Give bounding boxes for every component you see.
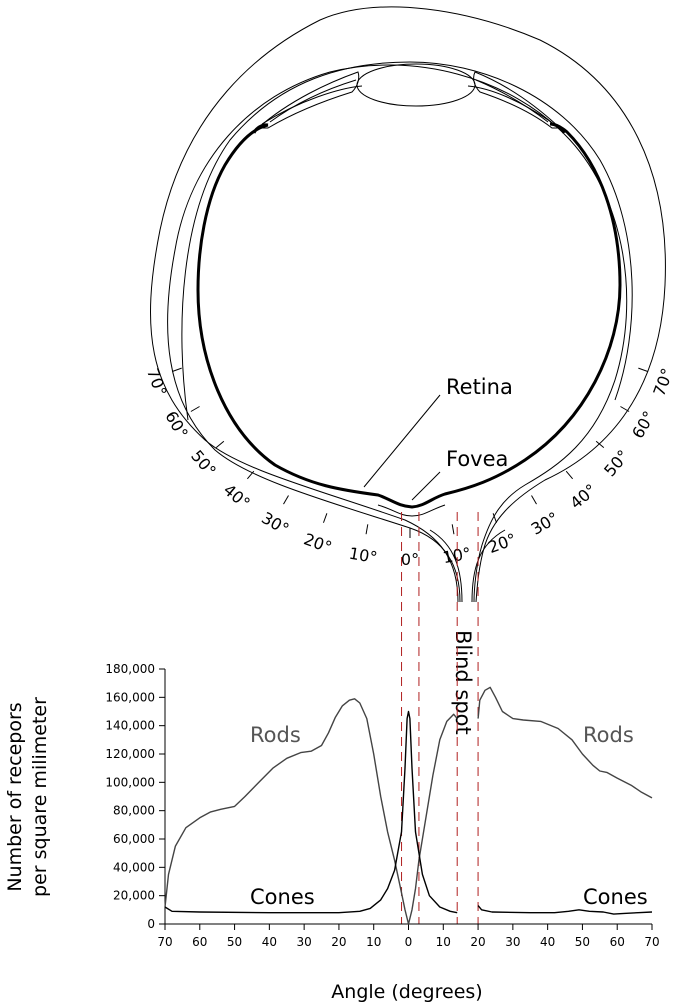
angle-tick-label: 30°	[528, 508, 562, 539]
cones-left-label: Cones	[250, 885, 315, 909]
y-tick-label: 160,000	[105, 690, 155, 704]
x-axis-title: Angle (degrees)	[331, 981, 482, 1003]
angle-tick-label: 40°	[220, 480, 254, 513]
x-axis: 70 60 50 40 30 20 10 0 10 20 30 40 50 60 70	[157, 923, 660, 949]
zonule-right	[467, 85, 555, 125]
y-tick-label: 140,000	[105, 719, 155, 733]
angle-tick-label: 70°	[143, 366, 171, 399]
retina-pointer	[363, 394, 441, 488]
rods-right-label: Rods	[583, 723, 634, 747]
receptor-density-chart: 0 20,000 40,000 60,000 80,000 100,000 120,000 1…	[4, 512, 660, 1003]
x-tick-label: 50	[227, 935, 242, 949]
angle-tick-label: 60°	[628, 408, 659, 442]
angle-tick	[492, 513, 498, 523]
angle-tick	[283, 495, 289, 505]
angle-tick	[565, 470, 574, 480]
angle-tick-label: 10°	[441, 544, 472, 568]
angle-tick	[638, 367, 648, 373]
ciliary-left	[256, 71, 360, 129]
cones-curve	[164, 710, 458, 914]
angle-tick-label: 70°	[649, 366, 677, 399]
blind-spot-label: Blind spot	[451, 630, 475, 735]
x-tick-label: 30	[297, 935, 312, 949]
y-tick-label: 40,000	[113, 860, 155, 874]
angle-tick-label: 10°	[348, 544, 379, 568]
angle-tick	[172, 367, 182, 373]
x-tick-label: 60	[610, 935, 625, 949]
optic-nerve-left	[429, 529, 463, 603]
fovea-pointer	[411, 471, 441, 501]
zonule-left	[261, 85, 363, 125]
y-axis-title-line1: Number of recepors	[4, 702, 26, 891]
angle-scale: 70°60°50°40°30°20°10°0°10°20°30°40°50°60…	[143, 366, 677, 569]
fovea-pit	[377, 504, 446, 517]
angle-tick	[620, 406, 630, 412]
y-axis-title-line2: per square milimeter	[29, 697, 51, 897]
y-tick-label: 60,000	[113, 832, 155, 846]
rods-curve	[477, 686, 653, 799]
eye-cross-section	[149, 6, 666, 603]
y-tick-label: 120,000	[105, 747, 155, 761]
angle-tick-label: 30°	[258, 508, 292, 539]
x-tick-label: 50	[575, 935, 590, 949]
angle-tick-label: 20°	[301, 529, 334, 557]
x-tick-label: 30	[505, 935, 520, 949]
series-lines	[164, 686, 653, 925]
rods-left-label: Rods	[250, 723, 301, 747]
ciliary-right	[473, 71, 562, 129]
x-tick-label: 40	[540, 935, 555, 949]
x-tick-label: 10	[436, 935, 451, 949]
x-tick-label: 0	[405, 935, 413, 949]
x-tick-label: 70	[157, 935, 172, 949]
choroid-outline	[167, 64, 628, 603]
y-tick-label: 180,000	[105, 662, 155, 676]
retina-label: Retina	[446, 375, 513, 399]
angle-tick	[322, 513, 328, 523]
angle-tick	[451, 524, 455, 535]
lens	[356, 63, 476, 107]
angle-tick	[595, 440, 605, 449]
y-tick-label: 0	[147, 917, 155, 931]
rods-curve	[164, 698, 458, 925]
angle-tick	[365, 524, 369, 535]
sclera-outline	[149, 6, 666, 603]
y-tick-label: 20,000	[113, 889, 155, 903]
angle-tick	[531, 495, 537, 505]
diagram-labels: Retina Fovea Blind spot	[363, 375, 513, 735]
x-tick-label: 20	[331, 935, 346, 949]
retina-end-right	[549, 122, 566, 134]
cones-right-label: Cones	[583, 885, 648, 909]
x-tick-label: 10	[366, 935, 381, 949]
angle-tick	[215, 440, 225, 449]
x-tick-label: 60	[192, 935, 207, 949]
y-tick-label: 80,000	[113, 804, 155, 818]
angle-tick-label: 50°	[187, 446, 220, 480]
fovea-label: Fovea	[446, 447, 508, 471]
x-tick-label: 20	[470, 935, 485, 949]
cornea-inner	[181, 61, 633, 421]
x-tick-label: 40	[262, 935, 277, 949]
y-tick-label: 100,000	[105, 775, 155, 789]
angle-tick-label: 20°	[486, 529, 519, 557]
angle-tick-label: 0°	[401, 550, 419, 569]
y-axis: 0 20,000 40,000 60,000 80,000 100,000 120,000 1…	[105, 662, 166, 931]
retina	[196, 122, 622, 509]
x-tick-label: 70	[644, 935, 659, 949]
angle-tick-label: 50°	[600, 446, 633, 480]
angle-tick	[246, 470, 255, 480]
cones-curve	[477, 905, 653, 915]
retina-end-left	[252, 123, 269, 134]
guide-lines	[401, 512, 479, 924]
ciliary-left-inner	[269, 79, 357, 123]
ciliary-right-inner	[475, 79, 549, 123]
angle-tick	[190, 406, 200, 412]
angle-tick-label: 40°	[566, 480, 600, 513]
